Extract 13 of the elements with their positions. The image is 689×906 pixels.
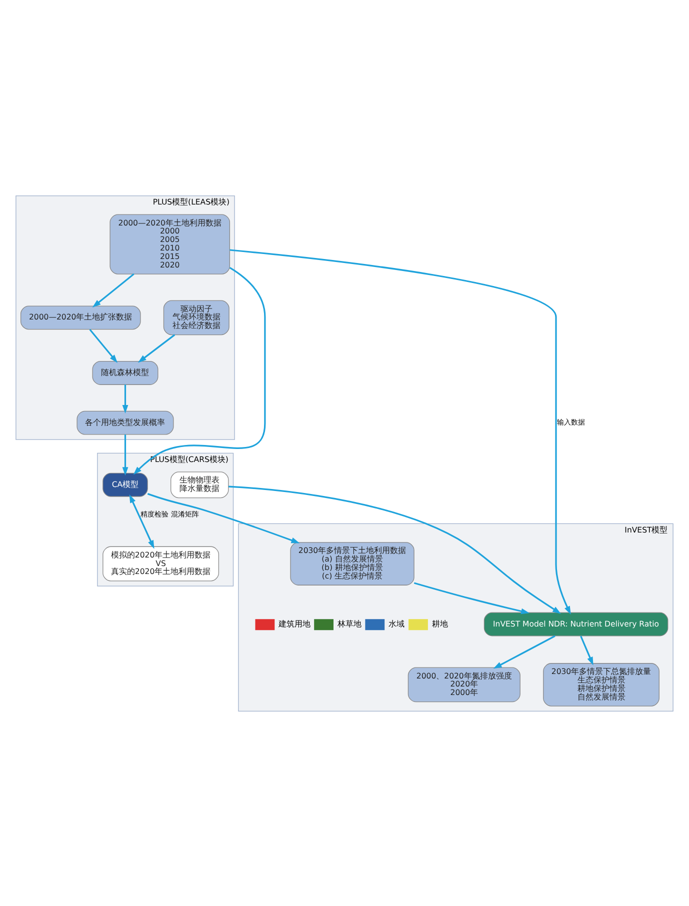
- arrow: [230, 248, 571, 614]
- arrow: [89, 328, 118, 363]
- arrow: [138, 334, 176, 362]
- arrow: [228, 485, 561, 614]
- arrow: [122, 384, 128, 413]
- arrow: [133, 266, 266, 474]
- arrow: [414, 582, 530, 614]
- arrow: [147, 492, 300, 543]
- arrow: [122, 434, 128, 476]
- arrow: [92, 272, 134, 308]
- arrow: [493, 634, 556, 668]
- arrow: [129, 494, 154, 548]
- arrow: [580, 635, 594, 665]
